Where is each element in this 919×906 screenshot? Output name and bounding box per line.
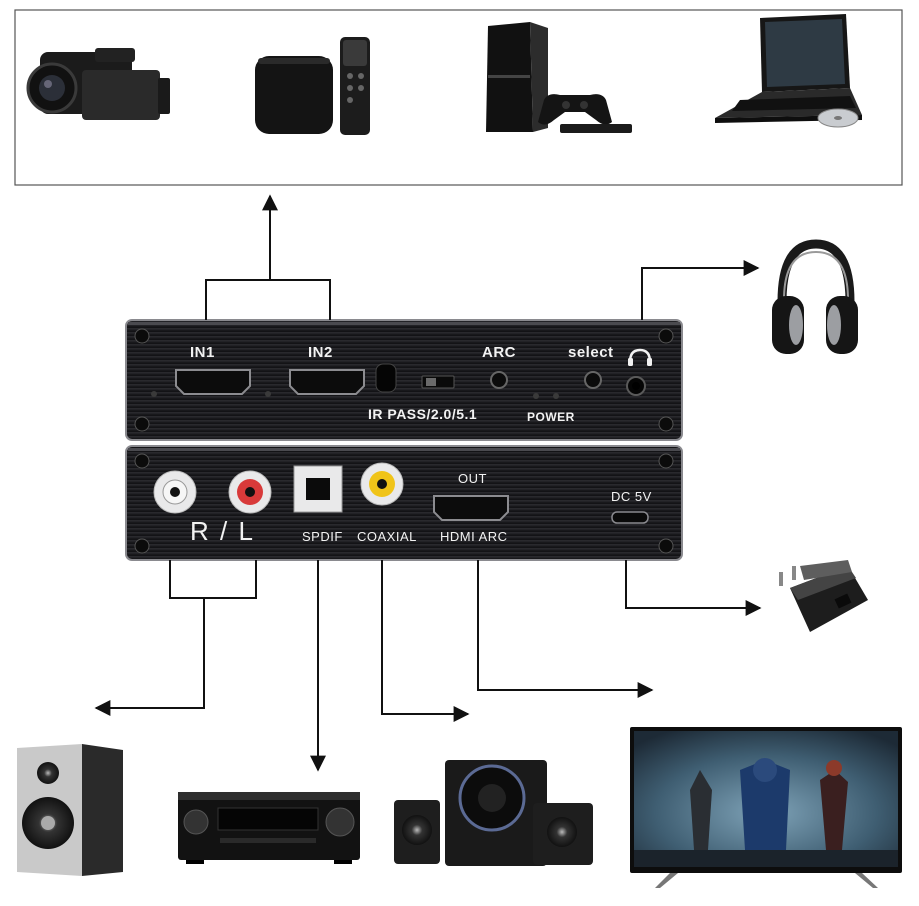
usb-power-adapter-icon: [779, 560, 868, 632]
hdmi-out-port: [433, 495, 509, 521]
headphones-icon: [772, 239, 858, 354]
screw-icon: [658, 416, 674, 432]
av-receiver-icon: [178, 792, 360, 864]
led-indicator: [265, 391, 271, 397]
arrow-to-headphones: [641, 260, 760, 320]
select-button: [584, 371, 602, 389]
ir-pass-label: IR PASS/2.0/5.1: [368, 406, 478, 422]
arrow-to-speaker-system: [381, 560, 470, 722]
coaxial-port: [360, 462, 404, 506]
spdif-label: SPDIF: [302, 529, 343, 544]
led-indicator: [151, 391, 157, 397]
tv-icon: [630, 727, 902, 888]
bookshelf-speaker-icon: [17, 744, 123, 876]
laptop-icon: [715, 14, 862, 128]
power-led: [553, 393, 559, 399]
game-console-icon: [486, 22, 632, 133]
arrow-to-tv: [477, 560, 654, 698]
screw-icon: [134, 453, 150, 469]
arrow-to-speaker: [94, 598, 205, 716]
connection-lines: [94, 194, 762, 772]
rl-label: R / L: [190, 516, 255, 546]
spdif-port: [293, 465, 343, 513]
speaker-system-icon: [394, 760, 593, 866]
ir-receiver-icon: [375, 363, 397, 393]
front-panel: [125, 319, 683, 441]
in2-label: IN2: [308, 344, 333, 361]
screw-icon: [658, 538, 674, 554]
hdmi-arc-label: HDMI ARC: [440, 529, 508, 544]
streaming-box-icon: [255, 37, 370, 135]
rca-left-port: [228, 470, 272, 514]
screw-icon: [134, 538, 150, 554]
power-label: POWER: [527, 410, 575, 424]
headphone-symbol-icon: [628, 348, 652, 366]
back-panel: [125, 445, 683, 561]
screw-icon: [134, 416, 150, 432]
arrow-to-adapter: [625, 560, 762, 616]
select-label: select: [568, 344, 614, 361]
micro-usb-port: [611, 511, 649, 524]
coaxial-label: COAXIAL: [357, 529, 417, 544]
input-bracket: [205, 279, 331, 320]
in1-label: IN1: [190, 344, 215, 361]
rca-right-port: [153, 470, 197, 514]
screw-icon: [134, 328, 150, 344]
screw-icon: [658, 328, 674, 344]
hdmi-in1-port: [175, 369, 251, 395]
hdmi-in2-port: [289, 369, 365, 395]
rca-bracket: [169, 560, 257, 599]
arc-label: ARC: [482, 344, 516, 361]
power-led: [533, 393, 539, 399]
dc5v-label: DC 5V: [611, 489, 652, 504]
camcorder-icon: [26, 48, 170, 120]
arc-button: [490, 371, 508, 389]
screw-icon: [658, 453, 674, 469]
out-label: OUT: [458, 471, 487, 486]
